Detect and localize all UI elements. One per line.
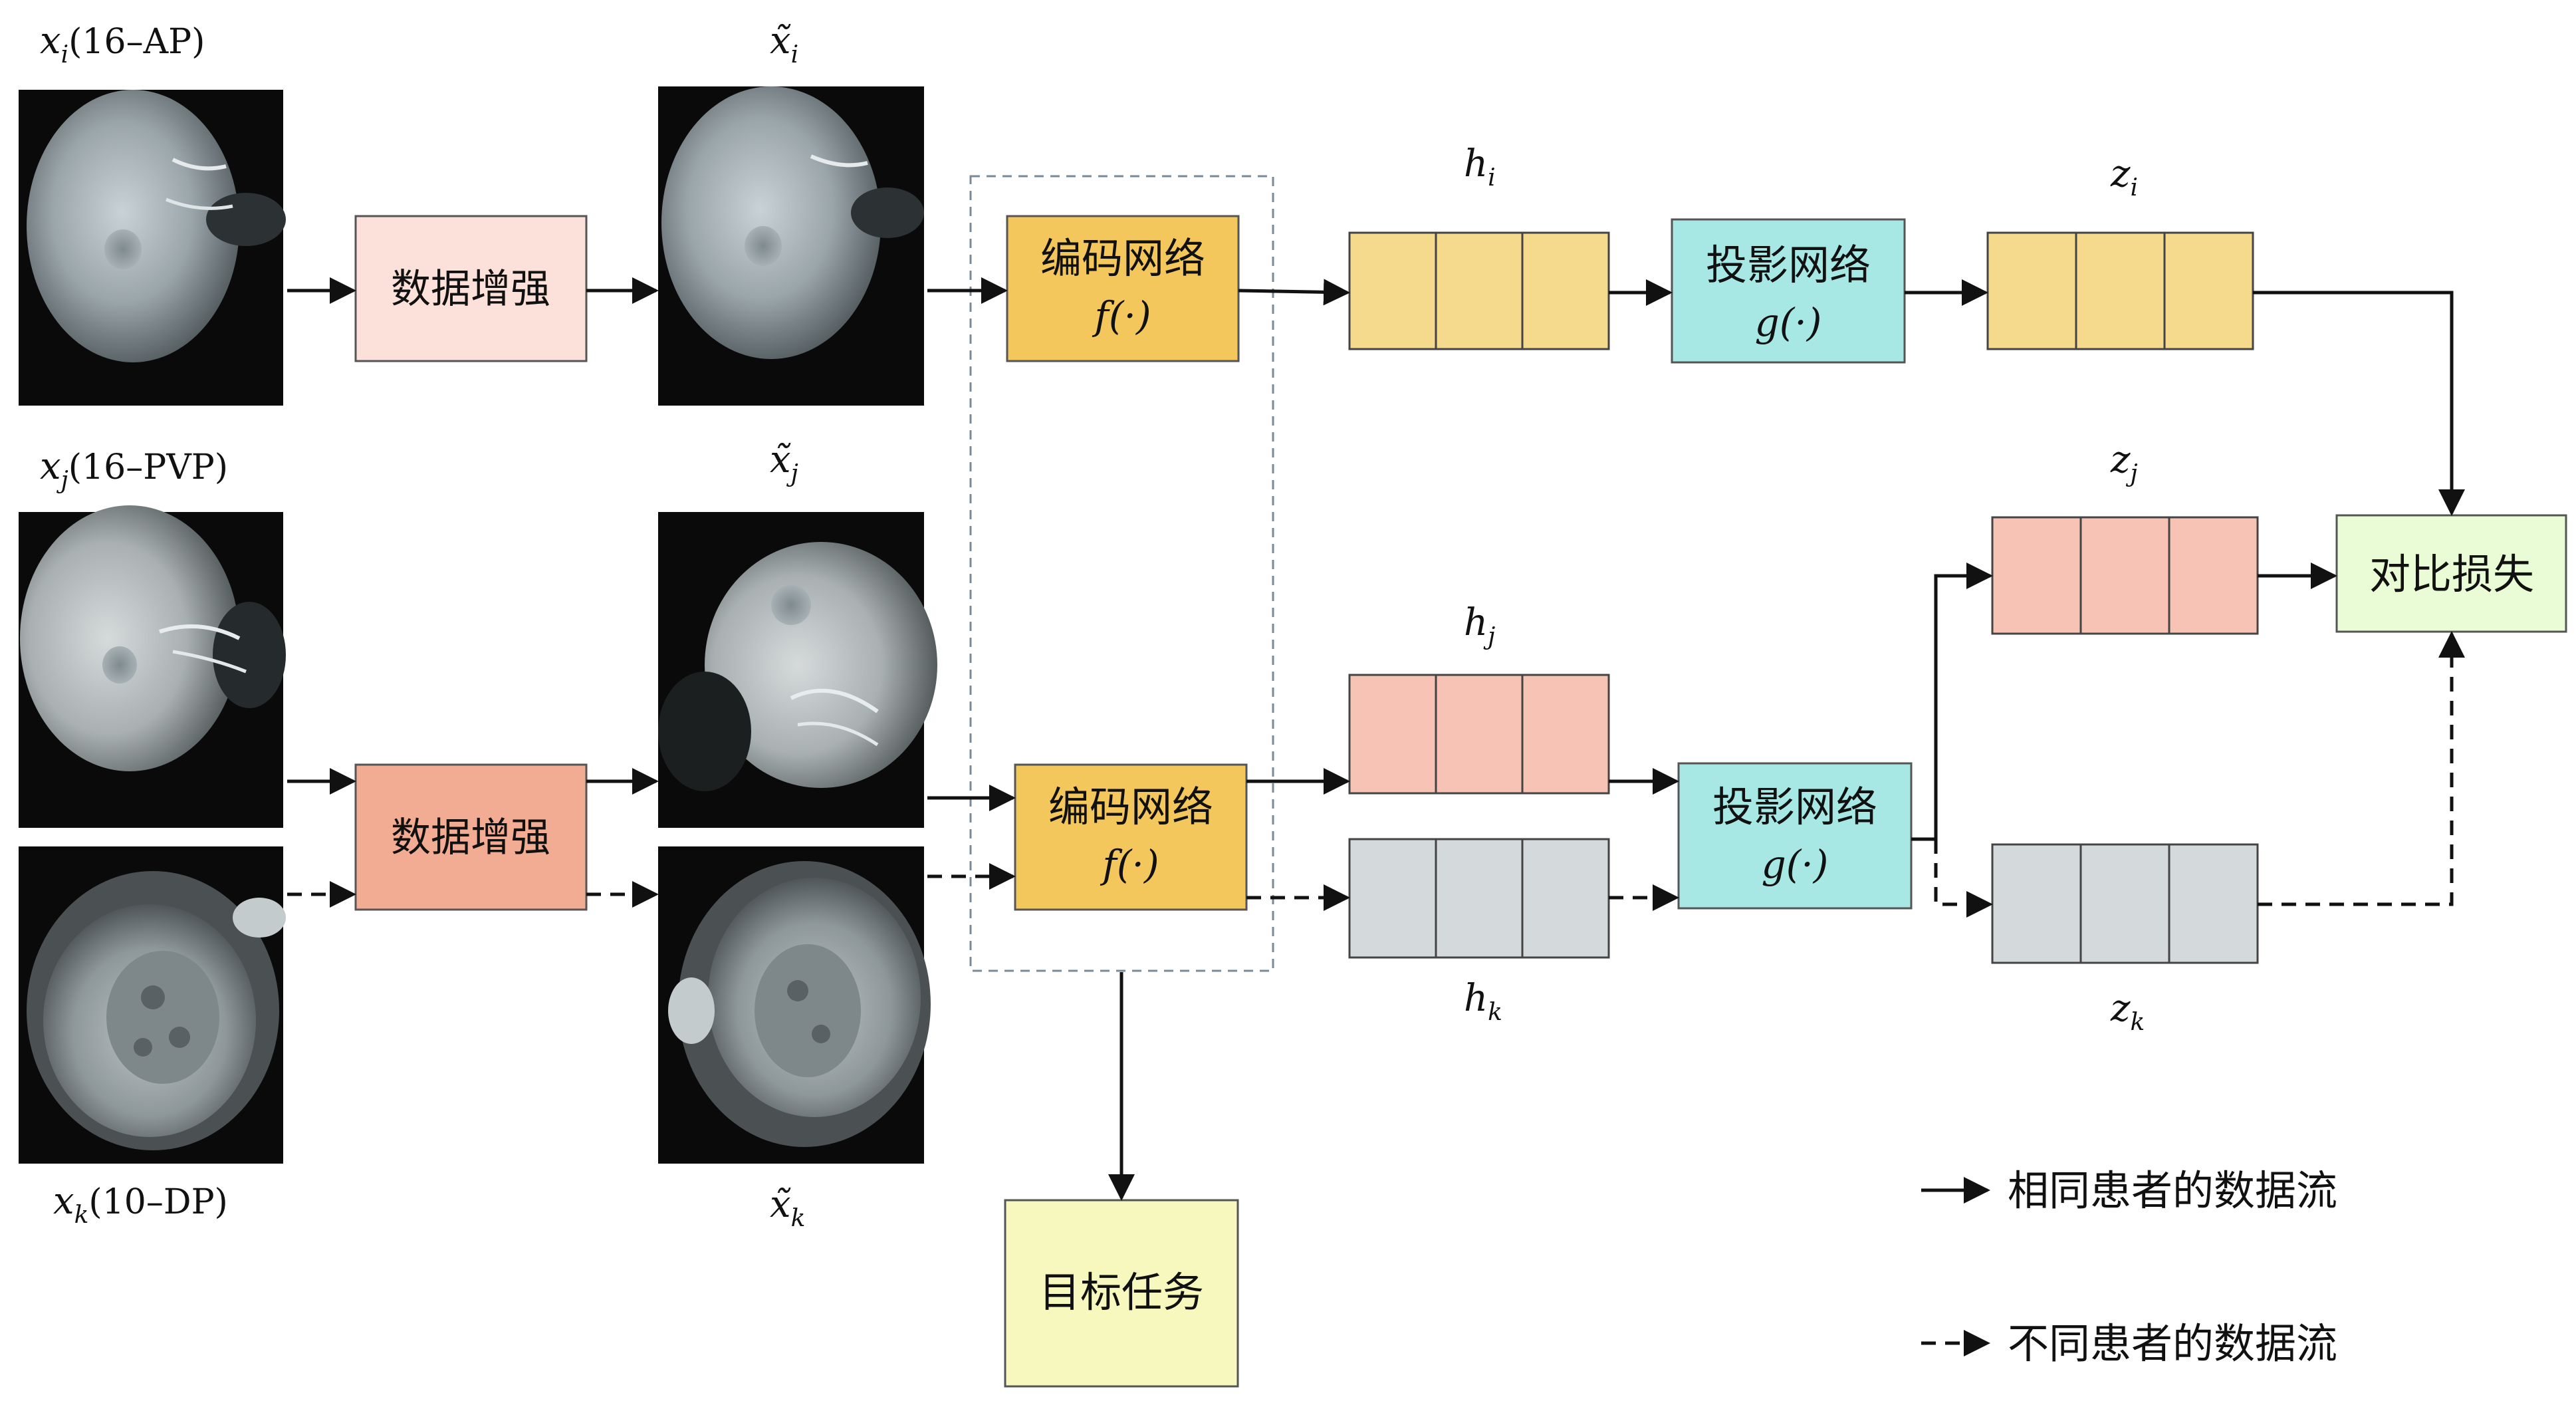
label-z-j: zj — [2110, 438, 2138, 487]
dashed-flow-arrows — [287, 631, 2465, 918]
mri-image-x-j — [19, 505, 286, 828]
mri-image-x-k — [19, 846, 286, 1164]
label-h-k: hk — [1464, 977, 1502, 1026]
label-x-i: xi(16–AP) — [40, 19, 205, 68]
projector-box-bottom: 投影网络 g(·) — [1677, 762, 1913, 910]
svg-text:f(·): f(·) — [1100, 842, 1159, 887]
augment-box-bottom: 数据增强 — [354, 763, 588, 911]
target-task-box: 目标任务 — [1004, 1199, 1239, 1388]
label-xtilde-j: x̃j — [770, 438, 798, 487]
projector-box-top: 投影网络 g(·) — [1671, 218, 1906, 364]
svg-text:编码网络: 编码网络 — [1040, 234, 1205, 283]
label-z-i: zi — [2110, 152, 2138, 201]
vector-h-k — [1348, 838, 1610, 959]
solid-flow-arrows — [287, 277, 2465, 1201]
svg-text:投影网络: 投影网络 — [1712, 783, 1877, 831]
vector-z-i — [1986, 231, 2254, 350]
vector-z-j — [1991, 516, 2259, 635]
encoder-group-frame — [969, 175, 1274, 972]
mri-image-xtilde-i — [658, 86, 924, 406]
label-xtilde-k: x̃k — [770, 1183, 805, 1232]
encoder-box-top: 编码网络 f(·) — [1006, 215, 1240, 362]
svg-text:投影网络: 投影网络 — [1706, 241, 1871, 289]
svg-text:g(·): g(·) — [1762, 842, 1829, 887]
vector-z-k — [1991, 843, 2259, 964]
svg-text:g(·): g(·) — [1755, 300, 1822, 345]
label-h-j: hj — [1464, 601, 1495, 650]
svg-text:数据增强: 数据增强 — [391, 815, 550, 861]
contrastive-loss-box: 对比损失 — [2335, 514, 2567, 633]
mri-image-xtilde-k — [658, 846, 931, 1164]
label-xtilde-i: x̃i — [770, 19, 798, 68]
vector-h-i — [1348, 231, 1610, 350]
mri-image-xtilde-j — [658, 512, 937, 828]
svg-text:不同患者的数据流: 不同患者的数据流 — [2008, 1319, 2337, 1368]
legend: 相同患者的数据流 不同患者的数据流 — [1921, 1166, 2337, 1368]
mri-image-x-i — [19, 90, 286, 406]
label-z-k: zk — [2110, 987, 2145, 1036]
svg-text:目标任务: 目标任务 — [1039, 1268, 1204, 1317]
label-x-j: xj(16–PVP) — [40, 445, 228, 494]
encoder-box-bottom: 编码网络 f(·) — [1014, 763, 1248, 911]
svg-text:f(·): f(·) — [1092, 293, 1151, 338]
augment-box-top: 数据增强 — [354, 215, 588, 362]
svg-text:对比损失: 对比损失 — [2369, 550, 2534, 598]
label-h-i: hi — [1464, 142, 1496, 191]
svg-text:相同患者的数据流: 相同患者的数据流 — [2008, 1166, 2337, 1215]
svg-text:数据增强: 数据增强 — [391, 266, 550, 313]
legend-item-same-patient: 相同患者的数据流 — [1921, 1166, 2337, 1215]
vector-h-j — [1348, 674, 1610, 795]
label-x-k: xk(10–DP) — [53, 1180, 228, 1229]
svg-text:编码网络: 编码网络 — [1048, 783, 1213, 831]
legend-item-different-patient: 不同患者的数据流 — [1921, 1319, 2337, 1368]
